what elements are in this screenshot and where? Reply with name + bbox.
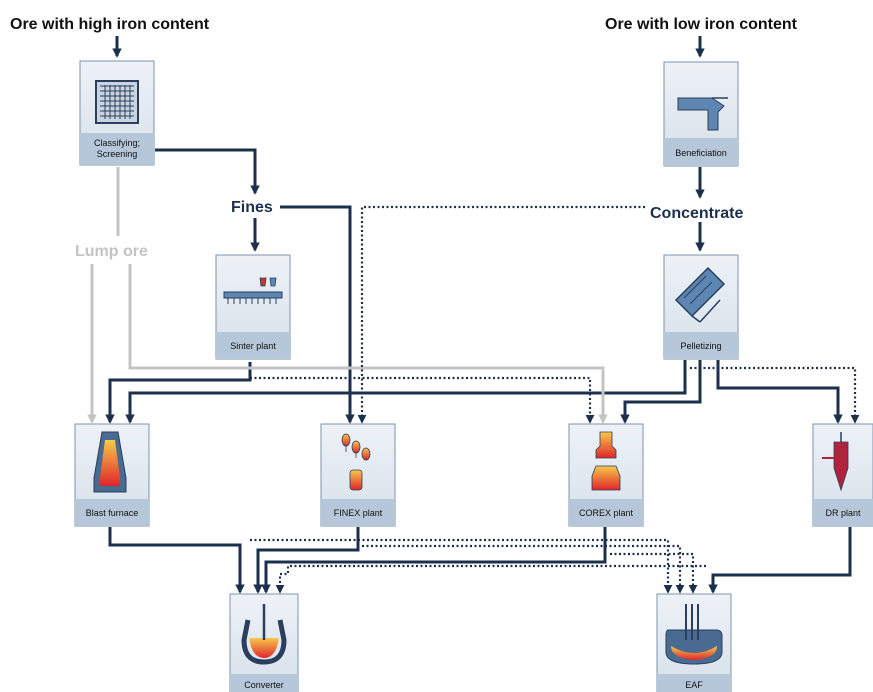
- box-pelletizing: Pelletizing: [663, 254, 739, 360]
- eaf-icon: [665, 604, 723, 665]
- finex-label: FINEX plant: [334, 508, 383, 518]
- blast-furnace-icon: [93, 431, 127, 493]
- box-converter: Converter: [229, 593, 299, 692]
- arrow-corex-to-converter: [261, 527, 607, 594]
- arrow-dr-to-eaf: [708, 527, 852, 594]
- finex-reactors-icon: [341, 433, 371, 491]
- box-blast-furnace: Blast furnace: [74, 423, 150, 527]
- solid-flow-arrows: [105, 36, 852, 594]
- box-finex-plant: FINEX plant: [320, 423, 396, 527]
- arrow-pellet-to-blast: [125, 360, 687, 424]
- corex-icon: [591, 431, 621, 491]
- arrow-pellet-to-dr: [716, 360, 843, 424]
- arrow-sinter-to-blast: [105, 362, 252, 424]
- dotted-finex-to-eaf: [362, 544, 685, 594]
- dotted-pellet-to-dr: [690, 366, 860, 424]
- dr-label: DR plant: [825, 508, 861, 518]
- fines-label: Fines: [231, 199, 273, 216]
- arrow-classifying-to-fines: [155, 148, 260, 195]
- dr-shaft-icon: [822, 432, 849, 492]
- lump-ore-label: Lump ore: [75, 243, 148, 260]
- blast-furnace-label: Blast furnace: [86, 508, 139, 518]
- lump-ore-flow-arrows: [87, 167, 608, 424]
- arrow-pellet-to-corex: [620, 360, 702, 424]
- eaf-label: EAF: [685, 680, 703, 690]
- dotted-flow-arrows: [250, 205, 860, 594]
- dotted-sinter-to-corex: [250, 376, 595, 424]
- converter-icon: [241, 604, 287, 665]
- sinter-conveyor-icon: [223, 277, 283, 304]
- arrow-finex-to-converter: [253, 527, 360, 594]
- beneficiation-icon: [677, 97, 728, 131]
- box-corex-plant: COREX plant: [568, 423, 644, 527]
- pelletizing-disc-icon: [674, 266, 726, 323]
- box-beneficiation: Beneficiation: [663, 61, 739, 167]
- dotted-eaf-to-converter: [275, 564, 706, 594]
- box-sinter-plant: Sinter plant: [215, 254, 291, 360]
- screen-grid-icon: [95, 80, 139, 124]
- box-dr-plant: DR plant: [812, 423, 873, 527]
- beneficiation-label: Beneficiation: [675, 148, 727, 158]
- classifying-label-line1: Classifying;: [94, 138, 140, 148]
- arrow-lump-to-corex: [128, 264, 608, 424]
- box-classifying: Classifying; Screening: [79, 60, 155, 166]
- classifying-label-line2: Screening: [97, 149, 138, 159]
- pelletizing-label: Pelletizing: [680, 341, 721, 351]
- heading-high-iron: Ore with high iron content: [10, 16, 210, 33]
- arrow-blast-to-converter: [108, 527, 245, 594]
- arrow-fines-to-finex: [280, 205, 355, 424]
- corex-label: COREX plant: [579, 508, 634, 518]
- sinter-label: Sinter plant: [230, 341, 276, 351]
- converter-label: Converter: [244, 680, 284, 690]
- heading-low-iron: Ore with low iron content: [605, 16, 798, 33]
- box-eaf: EAF: [656, 593, 732, 692]
- dotted-corex-to-eaf: [610, 552, 698, 594]
- concentrate-label: Concentrate: [650, 205, 743, 222]
